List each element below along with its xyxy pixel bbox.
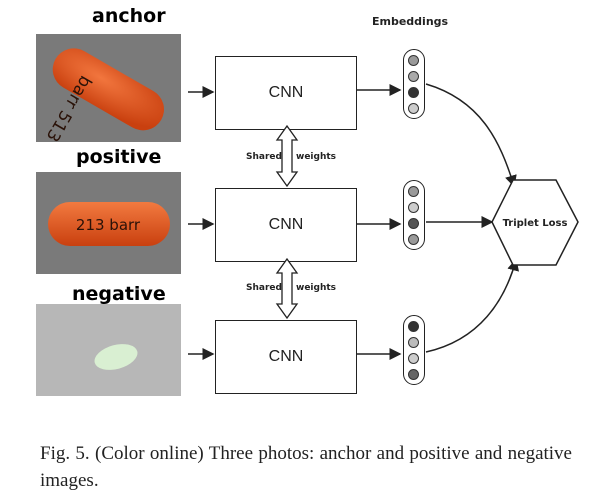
negative-tablet-image (94, 344, 138, 370)
positive-pill-image: 213 barr (48, 202, 170, 246)
cnn-box-positive: CNN (215, 188, 357, 262)
positive-label: positive (76, 146, 162, 168)
negative-label: negative (72, 283, 166, 305)
negative-photo (36, 304, 181, 396)
positive-photo: 213 barr (36, 172, 181, 274)
embedding-vector-anchor (403, 49, 425, 119)
triplet-loss-hexagon (491, 179, 579, 266)
embedding-vector-negative (403, 315, 425, 385)
weights-label-top: weights (296, 152, 337, 162)
shared-weights-arrow-bottom (275, 257, 299, 320)
diagram-connectors: Triplet Loss (188, 83, 579, 360)
anchor-pill-image: barr 513 (42, 48, 165, 142)
cnn-label: CNN (268, 216, 304, 233)
shared-weights-arrow-top (275, 124, 299, 188)
cnn-label: CNN (268, 348, 304, 365)
embeddings-title: Embeddings (372, 15, 449, 28)
anchor-label: anchor (92, 5, 166, 27)
weights-label-bottom: weights (296, 283, 337, 293)
triplet-loss-label: Triplet Loss (503, 218, 568, 229)
anchor-photo: barr 513 (36, 34, 181, 142)
positive-pill-imprint: 213 barr (76, 216, 141, 234)
shared-label-top: Shared (246, 152, 282, 162)
cnn-box-negative: CNN (215, 320, 357, 394)
embedding-vector-positive (403, 180, 425, 250)
cnn-box-anchor: CNN (215, 56, 357, 130)
shared-label-bottom: Shared (246, 283, 282, 293)
cnn-label: CNN (268, 84, 304, 101)
figure-caption: Fig. 5. (Color online) Three photos: anc… (40, 443, 572, 491)
